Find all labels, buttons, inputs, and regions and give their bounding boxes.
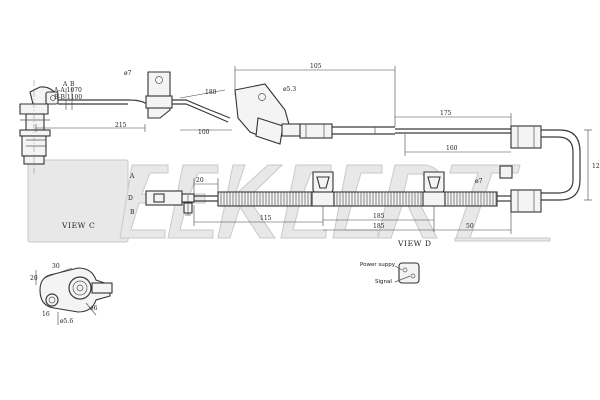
lower-cable (194, 195, 218, 202)
dim-phi7-right: ø7 (475, 178, 483, 185)
dimension-lines (35, 66, 592, 234)
mounting-bracket-2 (234, 83, 301, 145)
lower-connector-left (145, 190, 195, 214)
point-a-left: A (129, 173, 135, 180)
dim-185-b: 185 (373, 223, 385, 230)
dim-viewc-30: 30 (52, 263, 60, 270)
dim-phi53: ø5.3 (283, 86, 296, 93)
pin-signal-label: Signal (375, 279, 392, 285)
view-d-detail (394, 262, 420, 284)
view-d-title: VIEW D (397, 239, 432, 248)
dim-185-a: 185 (373, 213, 385, 220)
pin-power-label: Power suppy (360, 262, 396, 268)
view-c-detail (35, 267, 113, 325)
cable-clip-1 (311, 171, 335, 207)
point-d: D (128, 195, 133, 202)
dim-215: 215 (115, 122, 127, 129)
cable-top-left (58, 99, 150, 105)
dim-175: 175 (440, 110, 452, 117)
dim-105: 105 (310, 63, 322, 70)
dim-20: 20 (196, 177, 204, 184)
dim-120: 120 (592, 163, 600, 170)
dim-r16: 16 (42, 311, 50, 318)
ab-label-b: B-B 1100 (54, 94, 82, 101)
dim-100: 100 (198, 129, 210, 136)
sensor-head-top (19, 80, 59, 175)
corrugated-sleeve-2 (333, 191, 425, 207)
cable-middle (172, 99, 231, 123)
corrugated-sleeve-3 (444, 191, 511, 207)
dim-phi56: ø5.6 (60, 318, 73, 325)
point-b-top: B (70, 81, 75, 88)
dim-50: 50 (466, 223, 474, 230)
labels: A-A 1070 B-B 1100 A B 215 ø7 180 100 105… (30, 63, 600, 325)
grommet-sleeve (299, 123, 395, 139)
connector-right (499, 125, 581, 213)
dim-180: 180 (205, 89, 217, 96)
dim-phi7-top: ø7 (124, 70, 132, 77)
point-a-top: A (62, 81, 68, 88)
dim-160: 160 (446, 145, 458, 152)
point-b-left: B (130, 209, 135, 216)
dim-viewc-20: 20 (30, 275, 38, 282)
cable-clip-2 (422, 171, 446, 207)
ab-label-a: A-A 1070 (53, 87, 82, 94)
cable-top-right (395, 128, 511, 134)
corrugated-sleeve-1 (217, 191, 314, 207)
mounting-bracket-1 (145, 71, 173, 119)
dim-phi6: ø6 (90, 305, 98, 312)
view-c-title: VIEW C (61, 221, 95, 230)
dim-115: 115 (260, 215, 272, 222)
